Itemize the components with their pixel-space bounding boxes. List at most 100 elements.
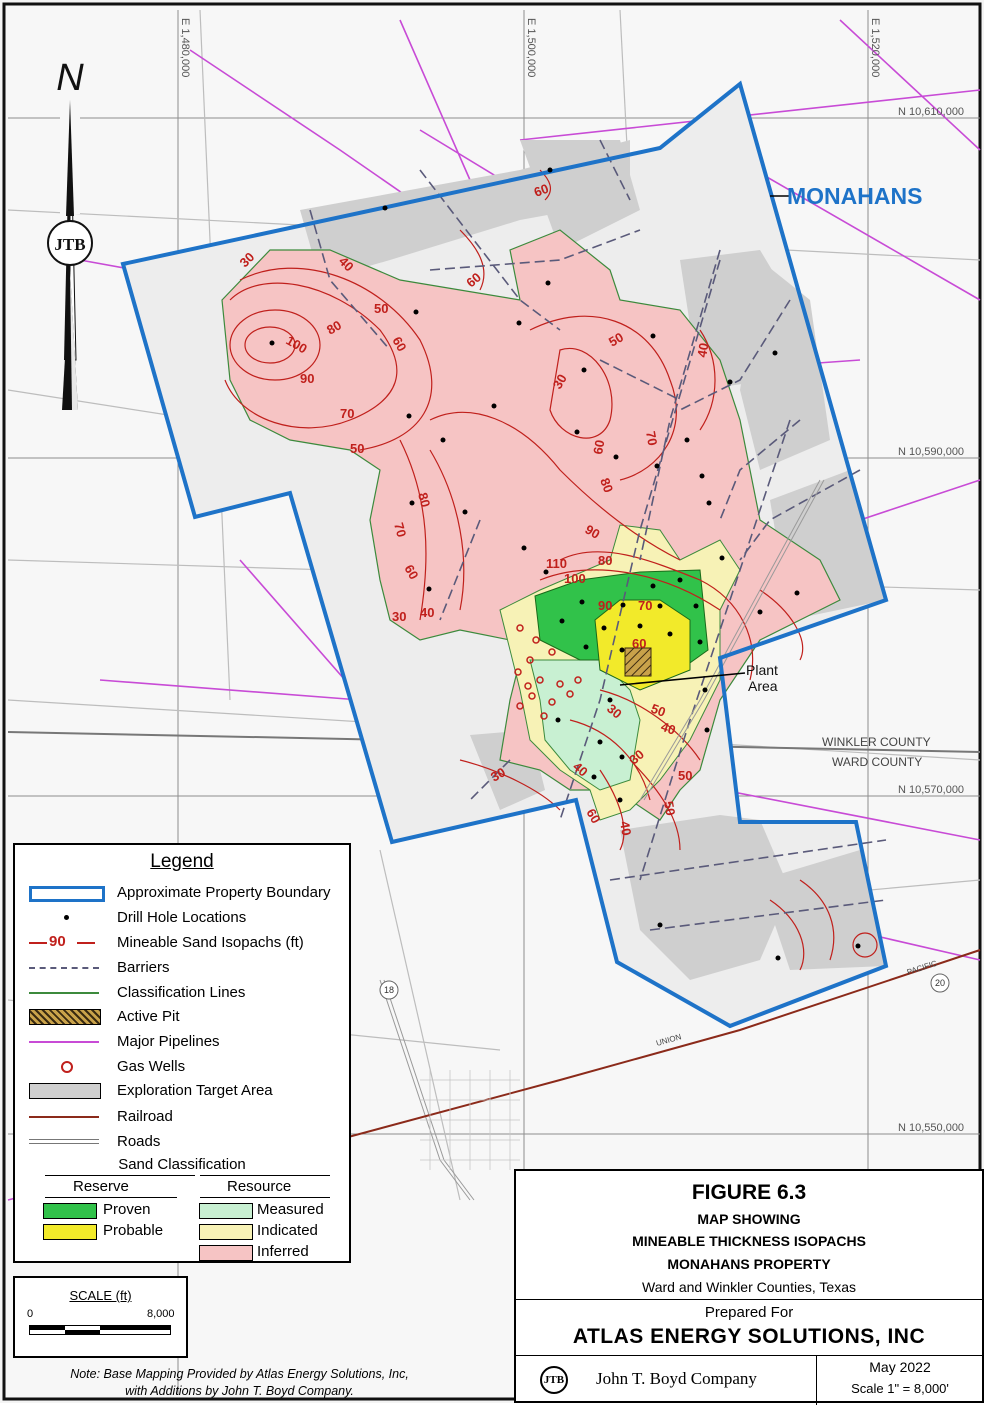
isopach-label: 60 (590, 439, 607, 456)
proven-swatch (43, 1203, 97, 1219)
isopach-label: 40 (694, 342, 711, 359)
legend-item-label: Major Pipelines (117, 1032, 220, 1050)
isopach-label: 80 (597, 476, 616, 495)
legend-item: Roads (27, 1130, 160, 1152)
sand-classification-title: Sand Classification (118, 1156, 246, 1173)
isopach-label: 60 (583, 806, 603, 826)
gas-well-legend-icon (27, 1056, 105, 1076)
note-line: with Additions by John T. Boyd Company. (125, 1384, 354, 1398)
isopach-label: 100 (564, 571, 586, 586)
isopach-contours (224, 169, 878, 971)
isopach-label: 40 (420, 605, 434, 620)
scale-title: SCALE (ft) (69, 1288, 132, 1303)
isopach-labels: 30 40 50 80 60 100 90 70 50 80 70 60 30 … (237, 181, 712, 837)
scale-label: Scale 1" = 8,000' (851, 1381, 949, 1396)
property-boundary (120, 80, 889, 1029)
title-line: MINEABLE THICKNESS ISOPACHS (632, 1233, 866, 1249)
railroad-legend-icon (27, 1106, 105, 1126)
indicated-label: Indicated (257, 1222, 318, 1239)
isopach-legend-icon: 90 (27, 932, 105, 952)
scale-bar-graphic (29, 1325, 171, 1335)
jtb-logo-small: JTB (540, 1366, 568, 1394)
isopach-label: 40 (659, 719, 678, 738)
city-label: MONAHANS (787, 183, 923, 209)
barriers (309, 139, 887, 931)
isopach-label: 90 (583, 522, 603, 542)
legend-item: Major Pipelines (27, 1030, 220, 1052)
proven-label: Proven (103, 1201, 151, 1218)
isopach-label: 70 (638, 598, 652, 613)
figure-number: FIGURE 6.3 (691, 1181, 807, 1204)
boundary-legend-icon (27, 882, 105, 902)
title-location: Ward and Winkler Counties, Texas (642, 1279, 856, 1295)
isopach-legend-value: 90 (49, 933, 66, 950)
isopach-label: 70 (643, 430, 660, 447)
easting-label: E 1,500,000 (525, 18, 537, 77)
legend-item-label: Railroad (117, 1107, 173, 1125)
title-line: MAP SHOWING (697, 1211, 801, 1227)
road-shield-label: 18 (384, 985, 394, 995)
isopach-label: 60 (389, 334, 409, 354)
legend-item: Active Pit (27, 1005, 180, 1027)
legend-item: Barriers (27, 956, 170, 978)
isopach-label: 70 (391, 521, 409, 539)
road-shields: 18 20 (379, 973, 950, 1000)
legend-item-label: Barriers (117, 958, 170, 976)
north-label: N (56, 57, 84, 99)
isopach-label: 90 (598, 598, 612, 613)
grid-labels: E 1,480,000 E 1,500,000 E 1,520,000 N 10… (179, 18, 964, 1134)
date-label: May 2022 (869, 1359, 931, 1375)
drill-hole-legend-icon (27, 907, 105, 927)
isopach-label: 60 (532, 181, 551, 200)
legend-item-label: Exploration Target Area (117, 1081, 273, 1099)
road-shield-label: 20 (935, 978, 945, 988)
isopach-label: 50 (649, 701, 668, 720)
jtb-logo-text: JTB (54, 235, 85, 254)
isopach-label: 50 (374, 301, 388, 316)
active-pit-legend-icon (27, 1006, 105, 1026)
measured-label: Measured (257, 1201, 324, 1218)
reserve-heading: Reserve (73, 1178, 129, 1195)
client-name: ATLAS ENERGY SOLUTIONS, INC (572, 1325, 926, 1348)
isopach-label: 30 (488, 764, 508, 784)
probable-swatch (43, 1224, 97, 1240)
inferred-label: Inferred (257, 1243, 309, 1260)
pipeline-legend-icon (27, 1031, 105, 1051)
exploration-legend-icon (27, 1080, 105, 1100)
resource-heading: Resource (227, 1178, 292, 1195)
active-pit (624, 647, 652, 677)
map-note: Note: Base Mapping Provided by Atlas Ene… (12, 1366, 467, 1400)
legend-item-label: Gas Wells (117, 1057, 186, 1075)
plant-leader-line (619, 672, 746, 686)
legend-item-label: Active Pit (117, 1007, 180, 1025)
isopach-label: 50 (678, 768, 692, 783)
county-labels: WINKLER COUNTY WARD COUNTY (822, 735, 931, 769)
scale-bar: SCALE (ft) 0 8,000 (13, 1276, 188, 1358)
isopach-label: 110 (546, 556, 567, 571)
legend-item-label: Approximate Property Boundary (117, 883, 331, 901)
easting-label: E 1,480,000 (179, 18, 191, 77)
isopach-label: 30 (392, 609, 406, 624)
title-block: FIGURE 6.3 MAP SHOWING MINEABLE THICKNES… (514, 1169, 984, 1405)
isopach-label: 30 (550, 371, 570, 391)
legend: Legend Approximate Property Boundary Dri… (13, 843, 351, 1263)
isopach-label: 60 (401, 562, 421, 582)
legend-item: Approximate Property Boundary (27, 881, 330, 903)
legend-item: Railroad (27, 1105, 173, 1127)
road-legend-icon (27, 1131, 105, 1151)
barrier-legend-icon (27, 957, 105, 977)
classification-line-legend-icon (27, 982, 105, 1002)
scale-zero: 0 (27, 1308, 34, 1320)
plant-label: Area (748, 678, 778, 694)
prepared-for-label: Prepared For (704, 1304, 794, 1321)
plant-label: Plant (746, 662, 778, 678)
isopach-label: 50 (606, 329, 626, 349)
legend-item: Exploration Target Area (27, 1079, 273, 1101)
inferred-swatch (199, 1245, 253, 1261)
isopach-label: 60 (632, 636, 646, 651)
legend-item: 90 Mineable Sand Isopachs (ft) (27, 931, 304, 953)
title-line: MONAHANS PROPERTY (667, 1256, 831, 1272)
scale-max: 8,000 (147, 1308, 175, 1320)
legend-item-label: Mineable Sand Isopachs (ft) (117, 933, 304, 951)
